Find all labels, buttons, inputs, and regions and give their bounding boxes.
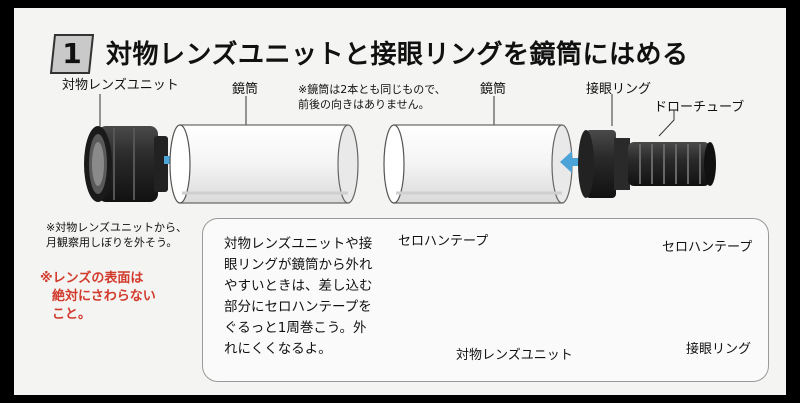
tube-note: ※鏡筒は2本とも同じもので、 前後の向きはありません。 — [298, 83, 446, 111]
tip-box — [202, 218, 769, 382]
label-tube-left: 鏡筒 — [232, 82, 259, 97]
tube-right — [383, 124, 573, 204]
label-objective-unit-bottom: 対物レンズユニット — [456, 348, 573, 363]
label-objective-unit-top: 対物レンズユニット — [62, 78, 179, 93]
label-draw-tube: ドローチューブ — [654, 100, 745, 115]
label-tube-right: 鏡筒 — [480, 82, 507, 97]
eyepiece-assembly-top — [578, 130, 716, 198]
tip-text: 対物レンズユニットや接 眼リングが鏡筒から外れ やすいときは、差し込む 部分にセ… — [224, 236, 373, 357]
objective-lens-unit-top — [84, 126, 168, 202]
tube-left — [169, 124, 359, 204]
step-title: 対物レンズユニットと接眼リングを鏡筒にはめる — [106, 40, 689, 70]
unit-note: ※対物レンズユニットから、 月観察用しぼりを外そう。 — [46, 221, 187, 249]
label-eyepiece-ring-bottom: 接眼リング — [686, 342, 752, 357]
insert-arrow-right — [560, 151, 584, 173]
instruction-page: 1 対物レンズユニットと接眼リングを鏡筒にはめる 対物レンズユニット 鏡筒 鏡筒… — [14, 8, 786, 395]
label-tape-right: セロハンテープ — [662, 240, 753, 255]
warning-note: ※レンズの表面は 絶対にさわらない こと。 — [40, 271, 156, 322]
step-number: 1 — [49, 34, 95, 74]
illustration-canvas — [84, 94, 756, 353]
label-tape-left: セロハンテープ — [398, 234, 489, 249]
label-eyepiece-ring-top: 接眼リング — [586, 82, 652, 97]
